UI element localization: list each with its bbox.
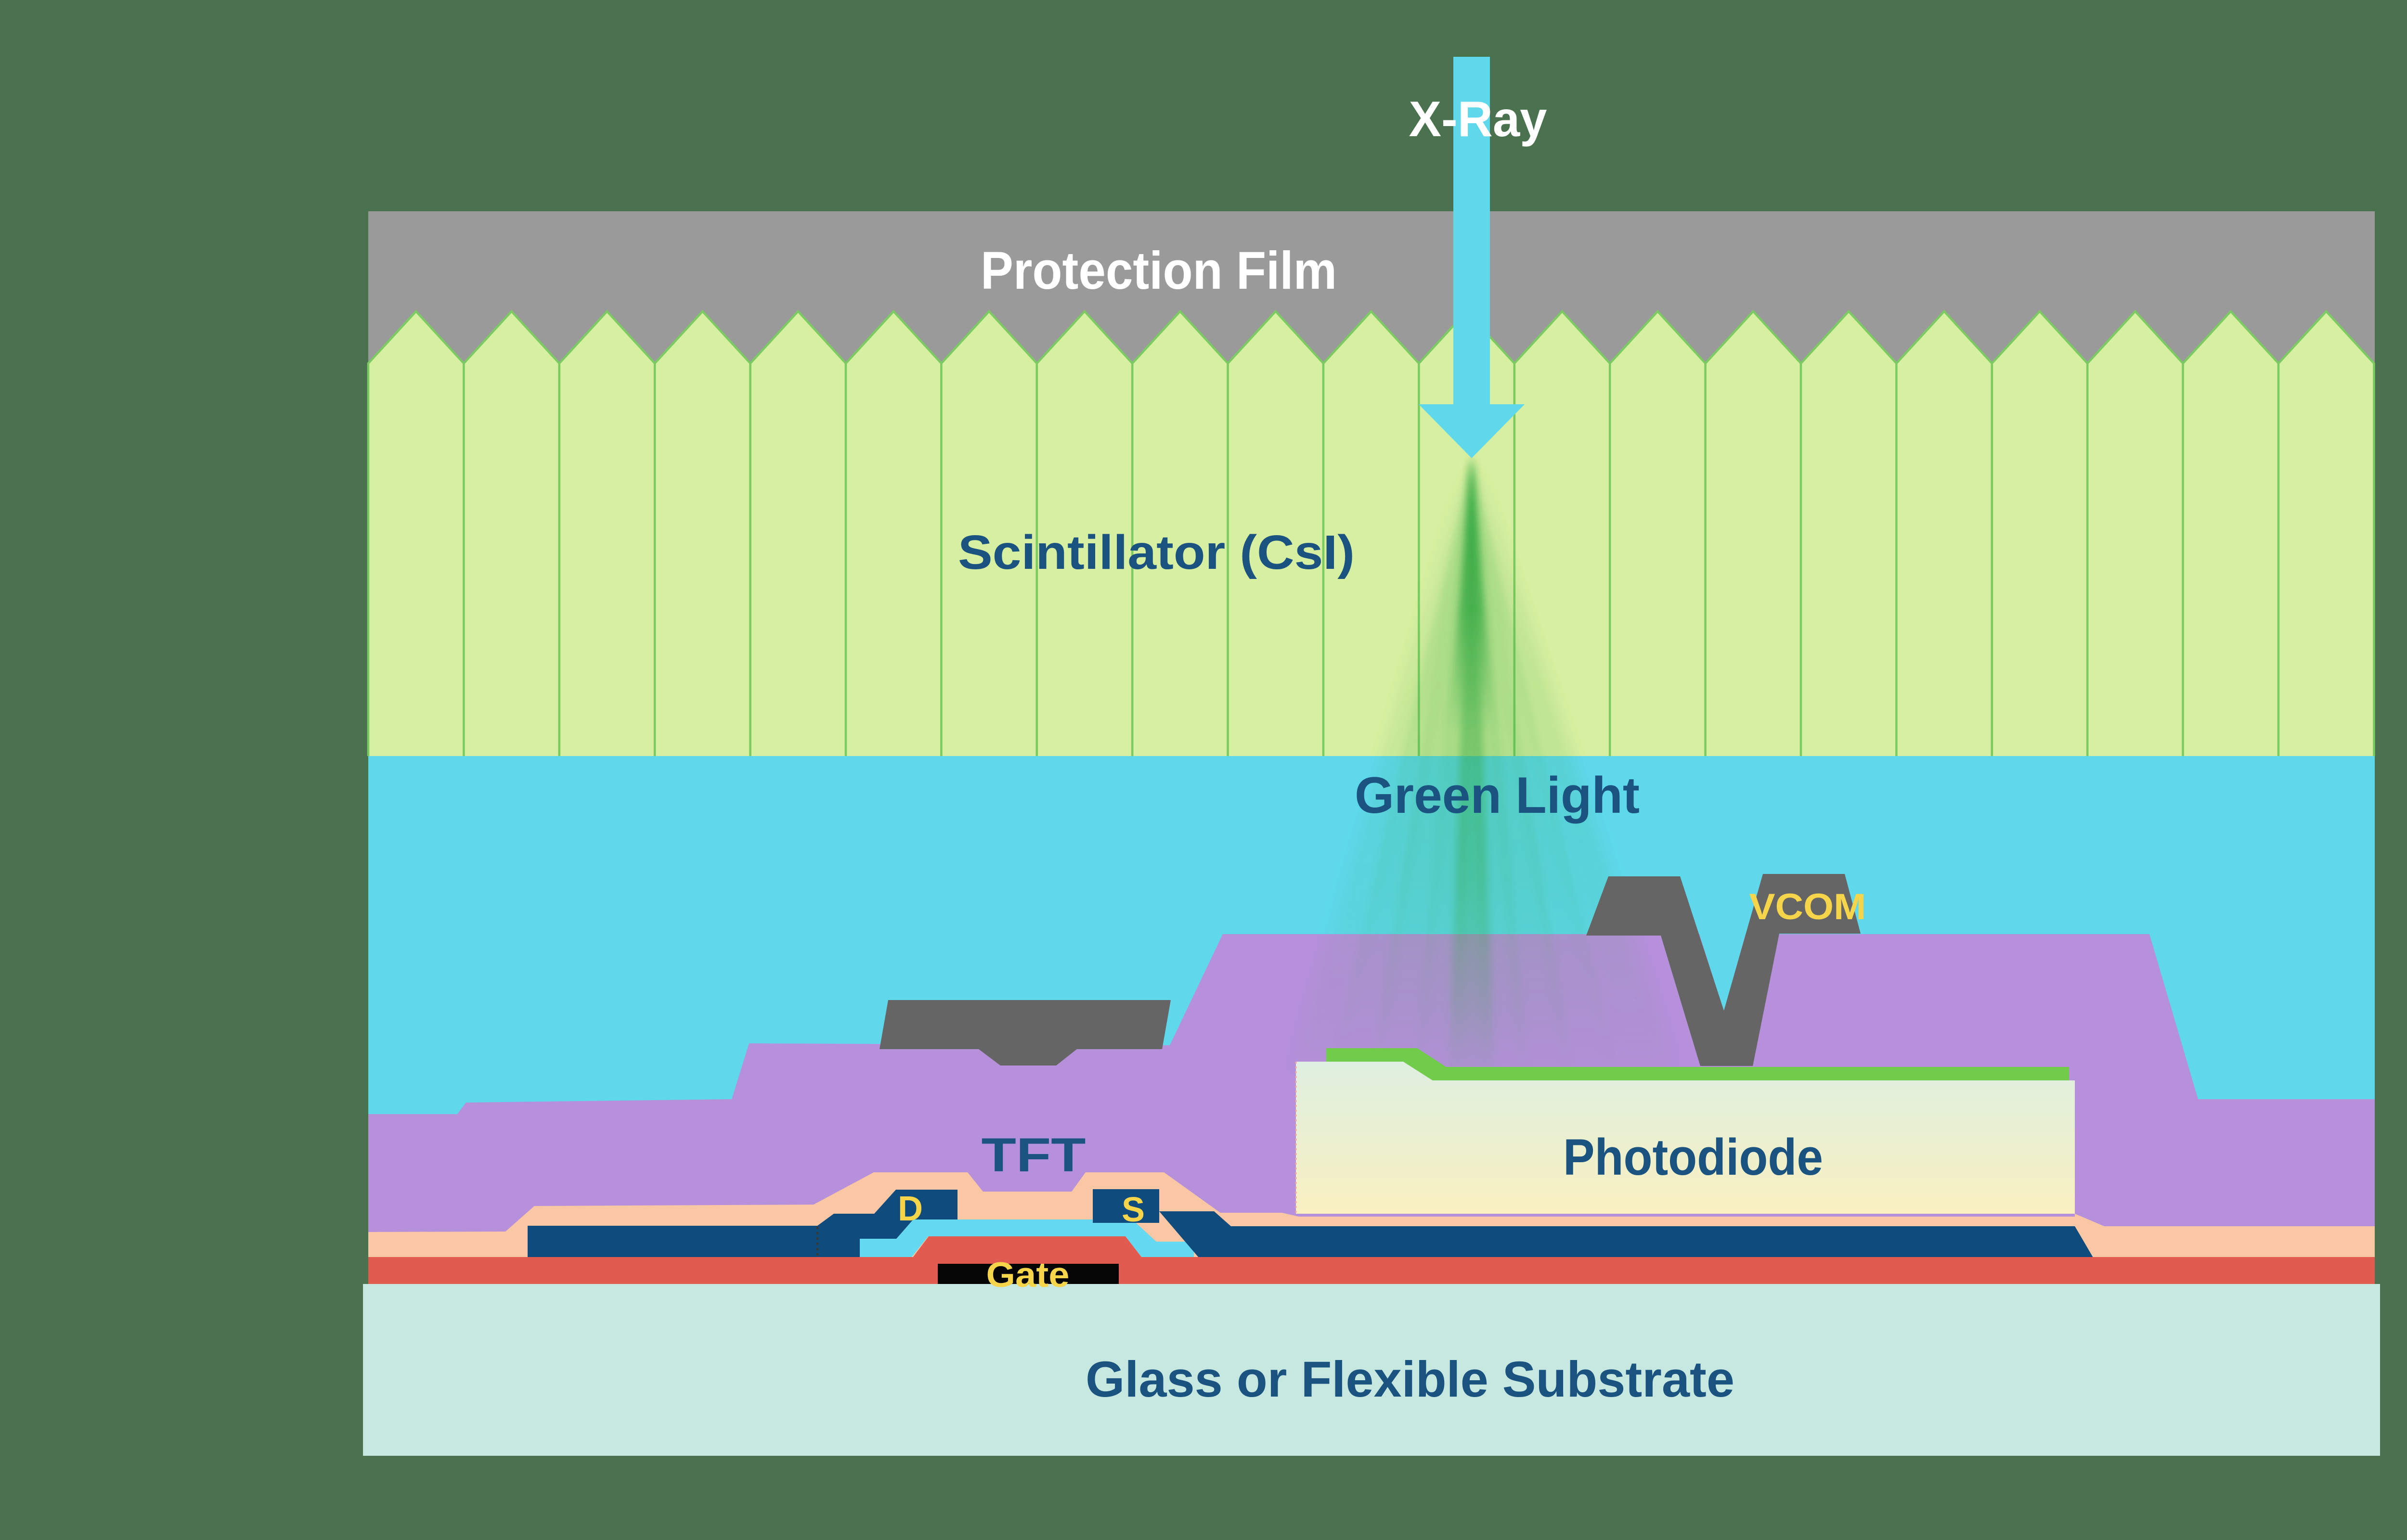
svg-text:Glass or Flexible Substrate: Glass or Flexible Substrate bbox=[1086, 1351, 1734, 1408]
svg-text:Gate: Gate bbox=[986, 1256, 1070, 1295]
svg-text:S: S bbox=[1122, 1191, 1145, 1229]
svg-text:VCOM: VCOM bbox=[1749, 886, 1866, 927]
svg-text:Photodiode: Photodiode bbox=[1563, 1128, 1823, 1186]
svg-text:X-Ray: X-Ray bbox=[1409, 91, 1547, 147]
svg-text:TFT: TFT bbox=[982, 1128, 1086, 1181]
svg-text:Protection Film: Protection Film bbox=[981, 241, 1337, 300]
svg-text:D: D bbox=[898, 1190, 923, 1228]
svg-text:Scintillator (CsI): Scintillator (CsI) bbox=[958, 526, 1355, 579]
svg-text:Green Light: Green Light bbox=[1355, 766, 1640, 824]
